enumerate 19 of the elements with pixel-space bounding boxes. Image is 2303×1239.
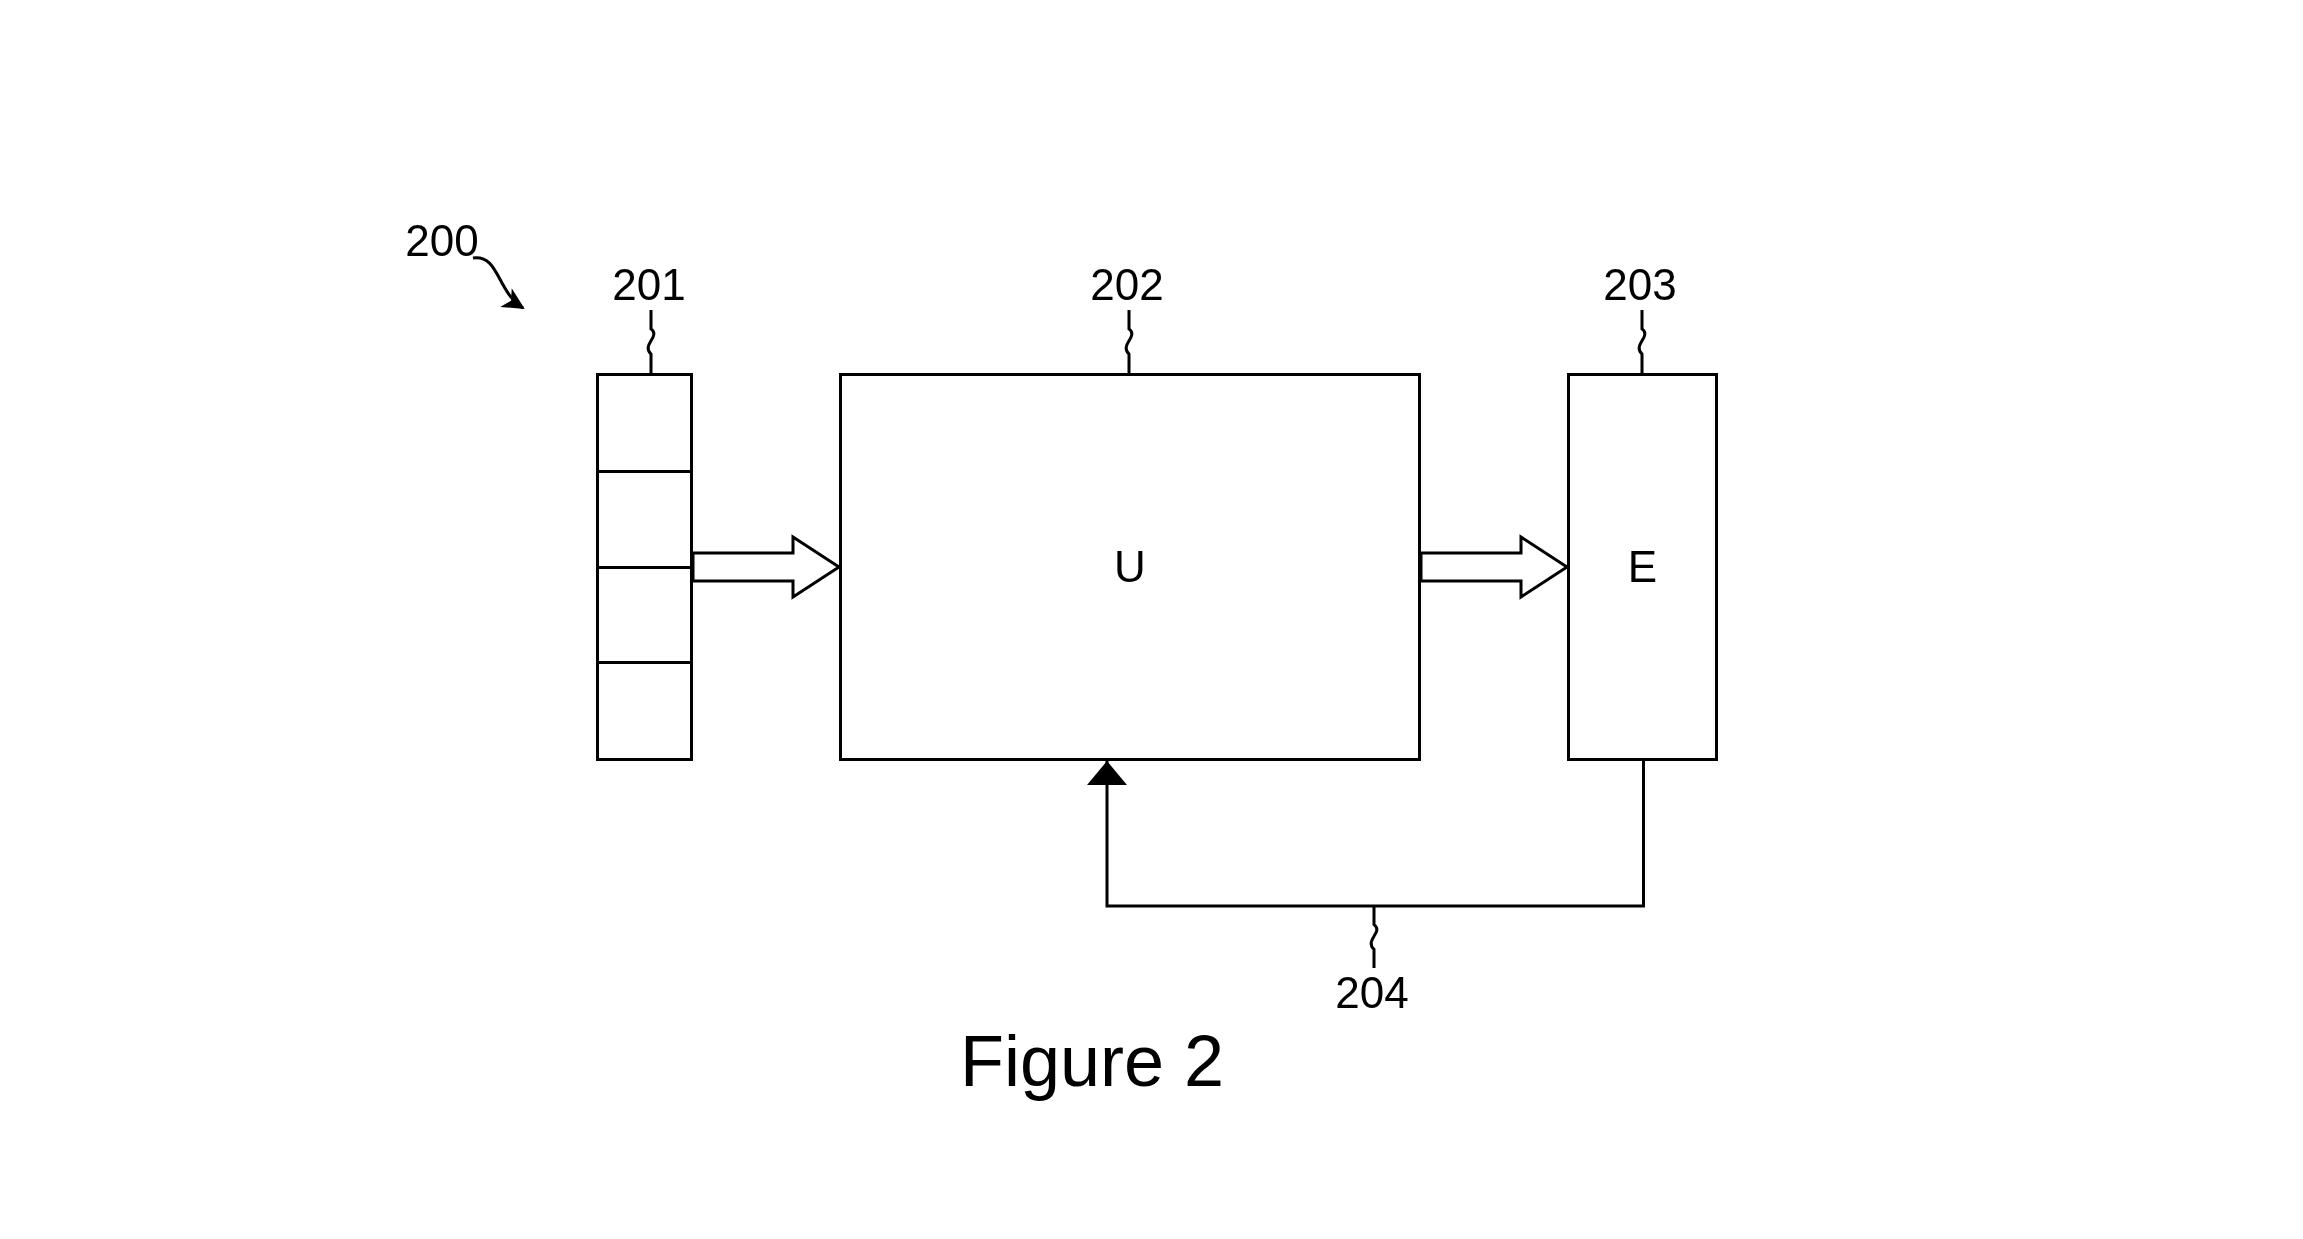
leader-line bbox=[1124, 310, 1134, 373]
block-label: U bbox=[1114, 542, 1146, 592]
reference-numeral: 204 bbox=[1335, 970, 1409, 1016]
leader-line bbox=[1369, 906, 1379, 968]
block-box bbox=[839, 373, 1421, 761]
block-box bbox=[1567, 373, 1718, 761]
hollow-arrow bbox=[1419, 534, 1570, 600]
reference-numeral: 202 bbox=[1090, 262, 1164, 308]
figure-caption: Figure 2 bbox=[960, 1020, 1225, 1102]
reference-numeral: 200 bbox=[405, 218, 479, 264]
reference-numeral: 203 bbox=[1603, 262, 1677, 308]
reference-arrow bbox=[472, 256, 525, 310]
leader-line bbox=[1637, 310, 1647, 373]
reference-numeral: 201 bbox=[612, 262, 686, 308]
register-stack bbox=[596, 373, 693, 761]
block-label: E bbox=[1627, 542, 1658, 592]
hollow-arrow bbox=[691, 534, 842, 600]
feedback-arrow bbox=[1087, 761, 1645, 908]
leader-line bbox=[646, 310, 656, 373]
